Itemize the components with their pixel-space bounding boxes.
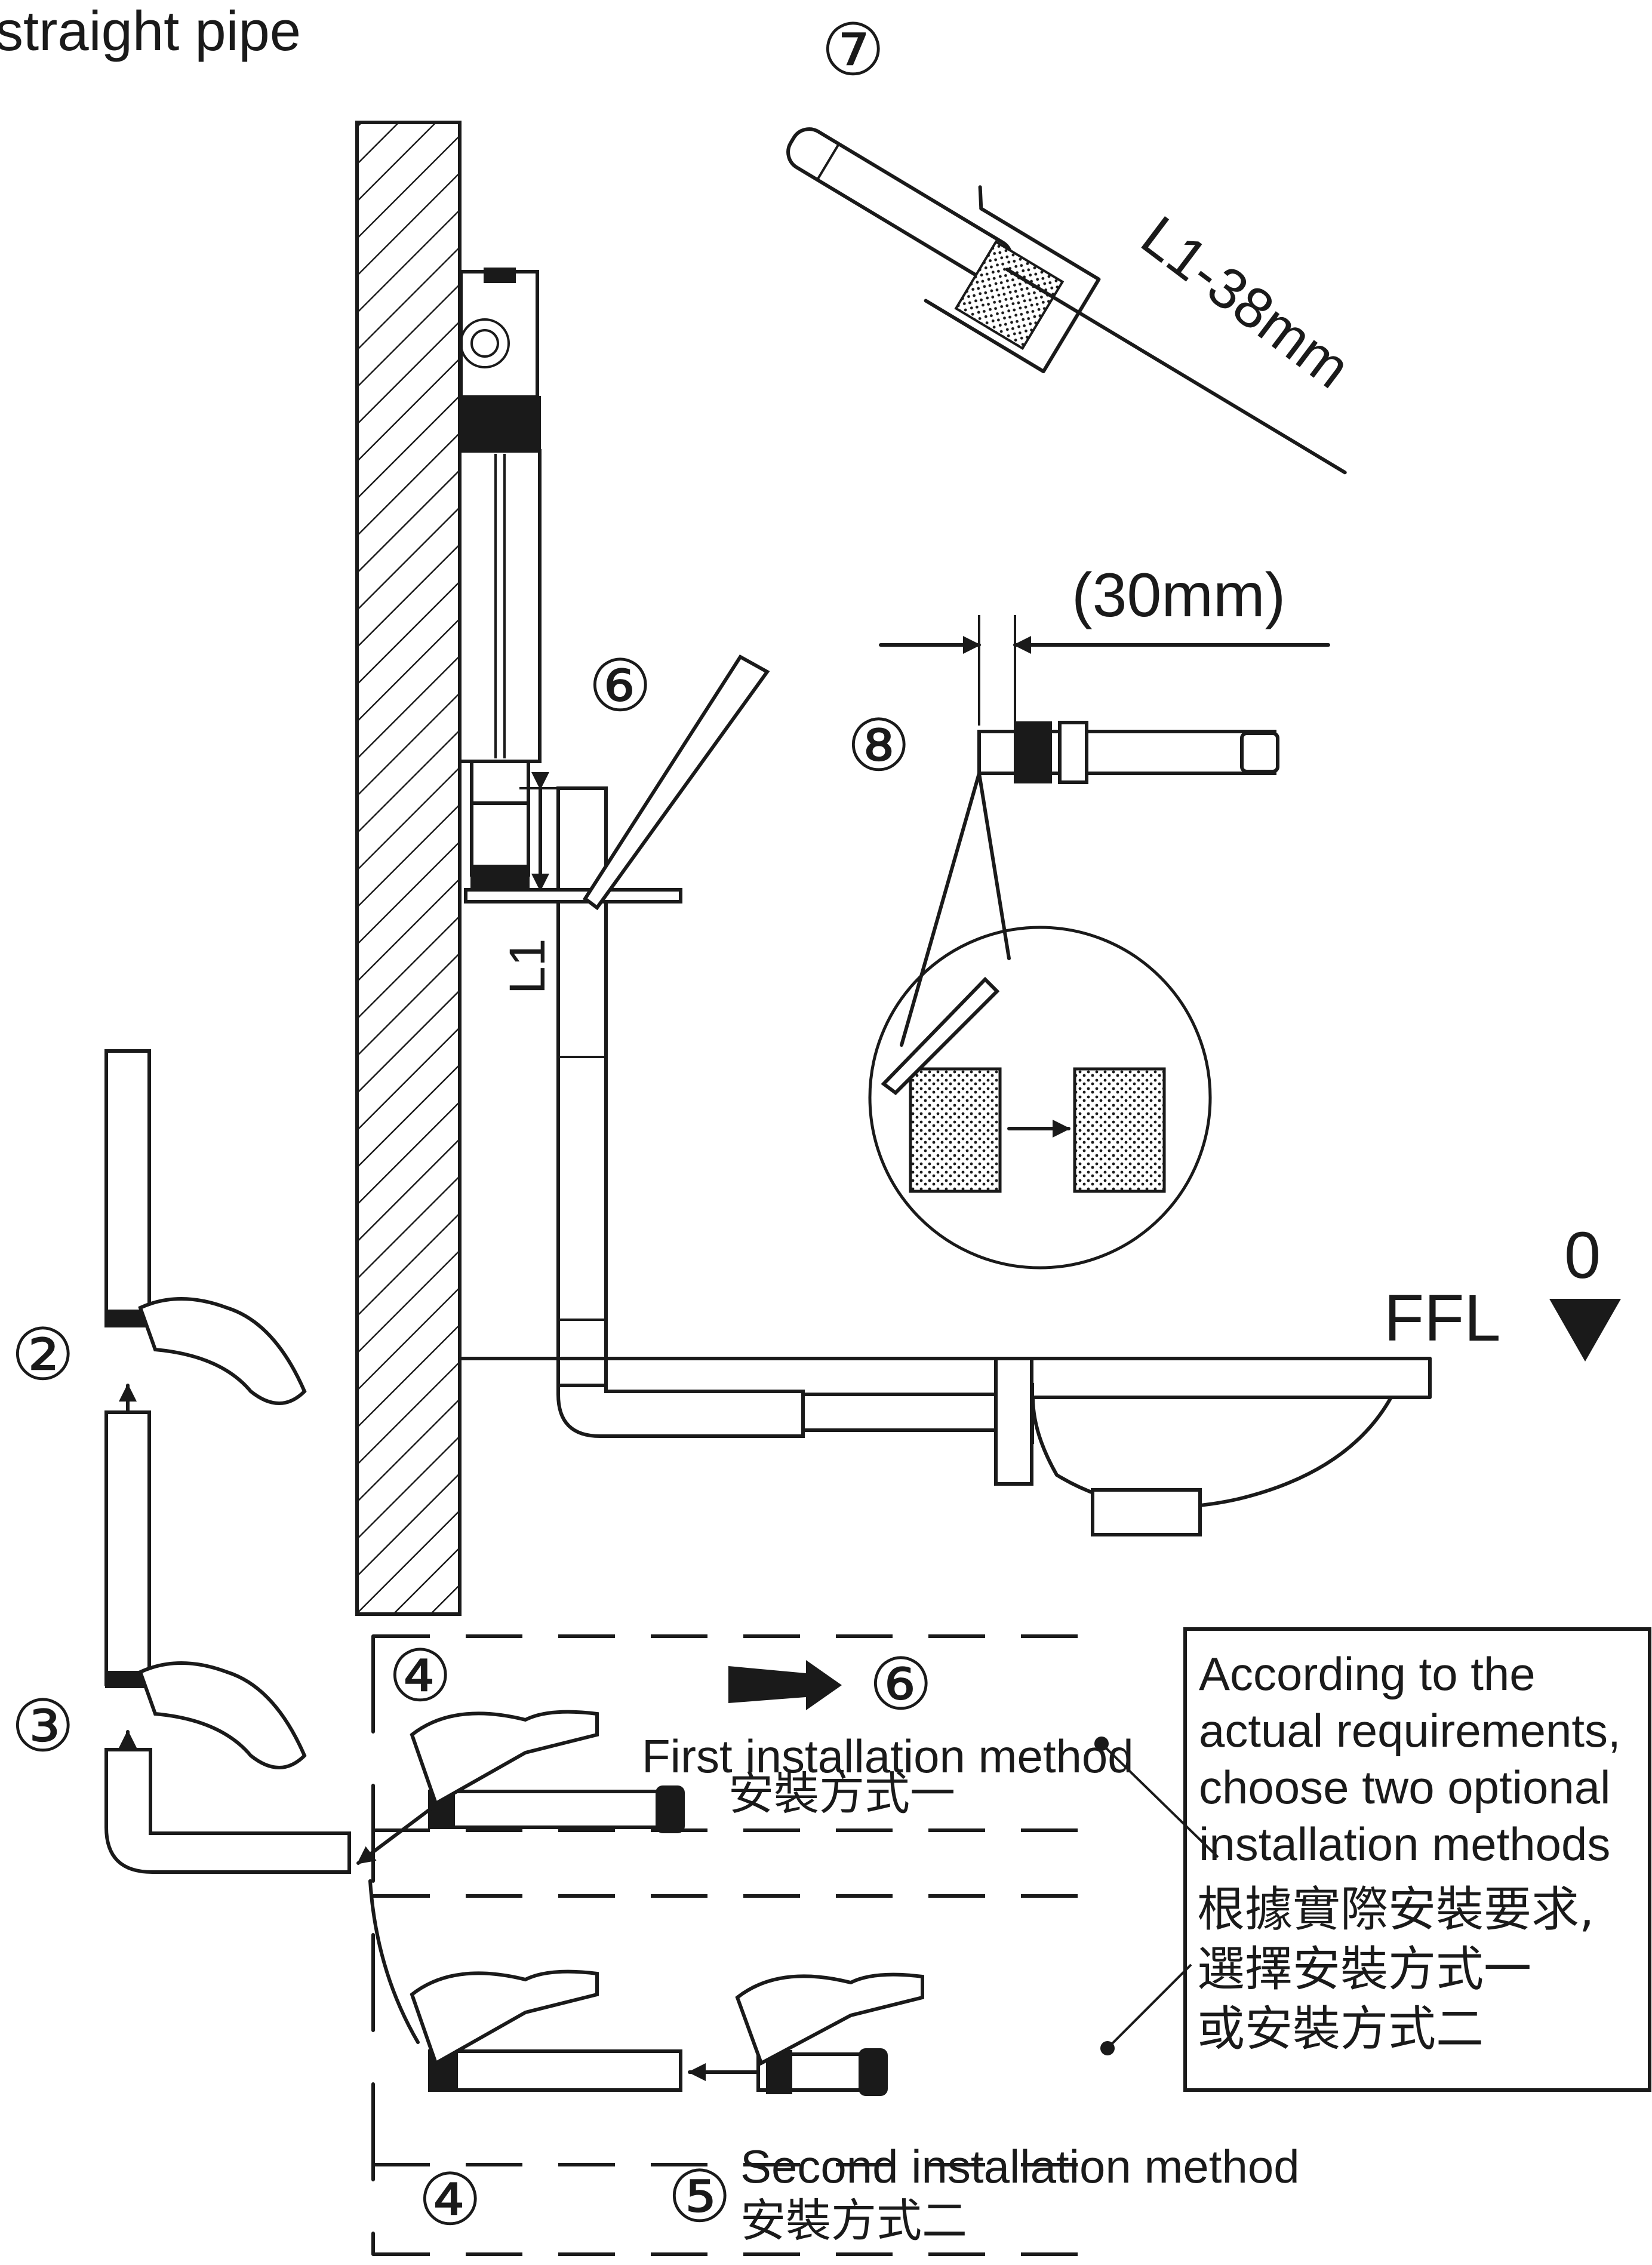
note-line-cn-2: 選擇安裝方式一 bbox=[1197, 1941, 1531, 1997]
marker-6-pencil: ⑥ bbox=[588, 646, 653, 726]
hand-icon bbox=[138, 1297, 307, 1769]
insert-dimension bbox=[879, 615, 1330, 726]
note-line-en-3: choose two optional bbox=[1199, 1761, 1610, 1814]
first-method-label-cn: 安裝方式一 bbox=[728, 1767, 955, 1820]
pipe-step-2 bbox=[104, 1049, 351, 1874]
marker-4-second: ④ bbox=[418, 2160, 482, 2240]
note-line-en-1: According to the bbox=[1199, 1648, 1536, 1700]
marker-8: ⑧ bbox=[847, 706, 911, 786]
method-one-pipes bbox=[356, 1710, 685, 1865]
flush-valve-assembly bbox=[458, 268, 542, 888]
marker-3: ③ bbox=[11, 1686, 75, 1766]
note-line-cn-3: 或安裝方式二 bbox=[1197, 2001, 1484, 2057]
method-two-pipes bbox=[368, 1879, 924, 2096]
ffl-label: FFL bbox=[1384, 1281, 1501, 1355]
cone-arrow-icon bbox=[728, 1660, 842, 1710]
note-line-cn-1: 根據實際安裝要求, bbox=[1197, 1882, 1594, 1937]
wall bbox=[355, 121, 462, 1616]
marker-2: ② bbox=[11, 1315, 75, 1395]
pipe-8 bbox=[977, 721, 1279, 784]
ffl-level: 0 bbox=[1564, 1219, 1601, 1292]
first-method-label: First installation method bbox=[642, 1730, 1134, 1783]
horizontal-pipe bbox=[458, 1357, 1432, 1536]
second-method-label: Second installation method bbox=[740, 2140, 1300, 2193]
marker-7: ⑦ bbox=[821, 10, 885, 90]
marking-pencil-icon bbox=[582, 654, 770, 911]
page-title: straight pipe bbox=[0, 0, 301, 62]
note-text-en: According to the actual requirements, ch… bbox=[1199, 1648, 1621, 1870]
dimension-l1: L1 bbox=[499, 939, 555, 994]
second-method-label-cn: 安裝方式二 bbox=[740, 2194, 967, 2247]
method-frame bbox=[371, 1634, 1099, 2256]
pipe-cut-7 bbox=[786, 127, 1347, 475]
chamfer-detail bbox=[868, 772, 1212, 1270]
riser-pipe bbox=[464, 772, 682, 1393]
note-line-en-2: actual requirements, bbox=[1199, 1704, 1621, 1757]
marker-4-first: ④ bbox=[388, 1636, 453, 1716]
note-text-cn: 根據實際安裝要求, 選擇安裝方式一 或安裝方式二 bbox=[1197, 1882, 1594, 2057]
note-line-en-4: installation methods bbox=[1199, 1818, 1610, 1870]
marker-5: ⑤ bbox=[667, 2157, 732, 2237]
marker-6-first: ⑥ bbox=[869, 1645, 933, 1725]
dimension-l1-minus: L1-38mm bbox=[1130, 204, 1361, 400]
ffl-triangle-icon bbox=[1549, 1299, 1621, 1362]
dimension-insert: (30mm) bbox=[1072, 561, 1285, 630]
file-tool-icon bbox=[881, 976, 1000, 1095]
note-box bbox=[1094, 1627, 1651, 2092]
